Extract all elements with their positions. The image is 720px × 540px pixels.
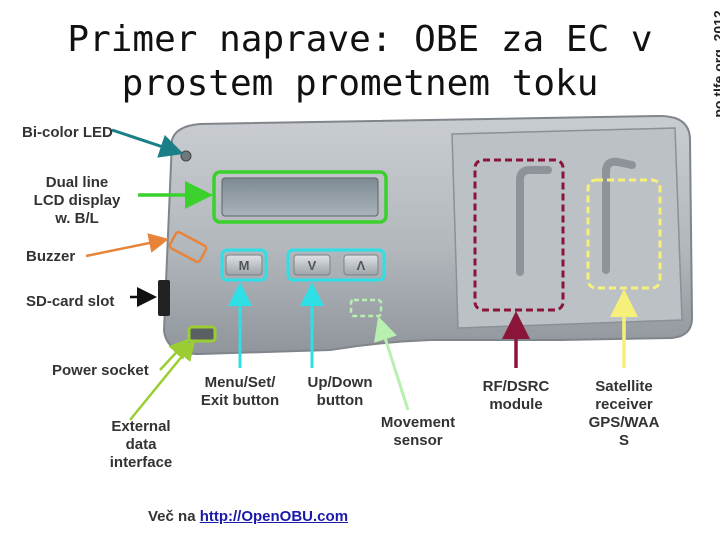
label-lcd-display: Dual line LCD display w. B/L xyxy=(33,174,121,227)
arrow-buzzer xyxy=(85,233,169,258)
rf-antenna-hook xyxy=(516,166,552,276)
label-external-interface: External data interface xyxy=(109,418,173,471)
movement-sensor-highlight xyxy=(349,298,383,318)
slide-title: Primer naprave: OBE za EC v prostem prom… xyxy=(40,18,680,106)
label-power-socket: Power socket xyxy=(52,362,149,379)
gps-antenna-hook xyxy=(602,157,636,274)
menu-button-label: M xyxy=(239,258,250,273)
menu-button[interactable] xyxy=(225,254,263,276)
down-button[interactable] xyxy=(293,254,331,276)
label-updown-button: Up/Down button xyxy=(307,374,373,409)
label-sdcard-slot: SD-card slot xyxy=(26,293,115,310)
up-button-label: Λ xyxy=(357,258,366,273)
label-menu-button: Menu/Set/ Exit button xyxy=(200,374,280,409)
slide-title-line-1: Primer naprave: OBE za EC v xyxy=(67,19,653,60)
label-rf-module: RF/DSRC module xyxy=(482,378,550,413)
sd-card-slot-tab xyxy=(158,280,170,316)
footer-more-info: Več na http://OpenOBU.com xyxy=(148,508,348,525)
label-satellite-receiver: Satellite receiver GPS/WAA S xyxy=(588,378,660,449)
menu-button-highlight xyxy=(220,248,268,282)
footer-prefix: Več na xyxy=(148,508,200,525)
label-buzzer: Buzzer xyxy=(26,248,76,265)
bicolor-led xyxy=(180,150,192,162)
down-button-label: V xyxy=(308,258,317,273)
lcd-highlight xyxy=(212,170,388,224)
arrow-movement xyxy=(374,316,410,411)
slide-title-line-2: prostem prometnem toku xyxy=(121,63,599,104)
rf-module-highlight xyxy=(473,158,565,312)
openobu-link[interactable]: http://OpenOBU.com xyxy=(199,508,349,525)
lcd-screen xyxy=(221,177,379,217)
label-movement-sensor: Movement sensor xyxy=(380,414,456,449)
buzzer-highlight xyxy=(168,230,208,264)
up-button[interactable] xyxy=(343,254,379,276)
arrow-led xyxy=(111,128,184,158)
gps-module-highlight xyxy=(586,178,662,290)
arrow-external xyxy=(129,340,196,421)
power-socket-highlight xyxy=(187,325,217,343)
label-bicolor-led: Bi-color LED xyxy=(22,124,113,141)
updown-button-highlight xyxy=(286,248,386,282)
device-right-module xyxy=(451,127,683,329)
